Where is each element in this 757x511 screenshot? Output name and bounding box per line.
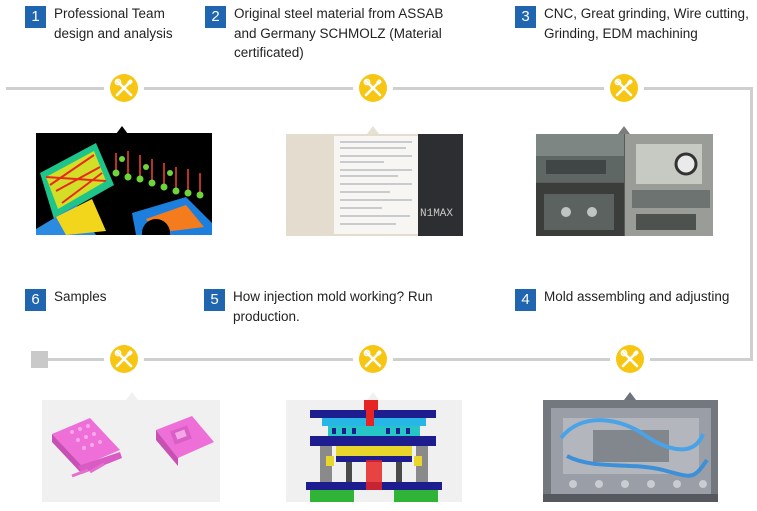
samples-image [42,400,220,502]
photo-pointer [126,392,138,400]
injection-mold-diagram-image [286,400,462,502]
step-number-badge: 5 [204,289,225,311]
photo-pointer [624,392,636,400]
wrench-screwdriver-icon [110,345,138,373]
step-number-badge: 1 [25,6,46,28]
step-label: Mold assembling and adjusting [544,289,730,304]
wrench-screwdriver-icon [359,345,387,373]
photo-pointer [367,126,379,134]
svg-text:N1MAX: N1MAX [420,208,453,220]
step-number-badge: 3 [515,6,536,28]
wrench-screwdriver-icon [359,74,387,102]
step-number-badge: 2 [205,6,226,28]
wrench-screwdriver-icon [110,74,138,102]
cnc-machining-image [536,134,713,236]
step-label: How injection mold working? Run producti… [233,289,433,324]
step-number-badge: 4 [515,289,536,311]
timeline-start-marker [31,351,48,368]
step-label: Professional Team design and analysis [54,6,173,41]
wrench-screwdriver-icon [610,74,638,102]
photo-pointer [618,126,630,134]
step-label: Samples [54,289,107,304]
photo-pointer [116,126,128,134]
mold-assembly-image [543,400,718,502]
wrench-screwdriver-icon [616,345,644,373]
step-number-badge: 6 [25,289,46,311]
timeline-track-right [750,87,753,360]
step-label: Original steel material from ASSAB and G… [234,6,444,60]
timeline-track-bottom [40,358,753,361]
design-analysis-image [36,133,212,235]
material-certificate-image: N1MAX [286,134,463,236]
photo-pointer [367,392,379,400]
step-label: CNC, Great grinding, Wire cutting, Grind… [544,6,749,41]
